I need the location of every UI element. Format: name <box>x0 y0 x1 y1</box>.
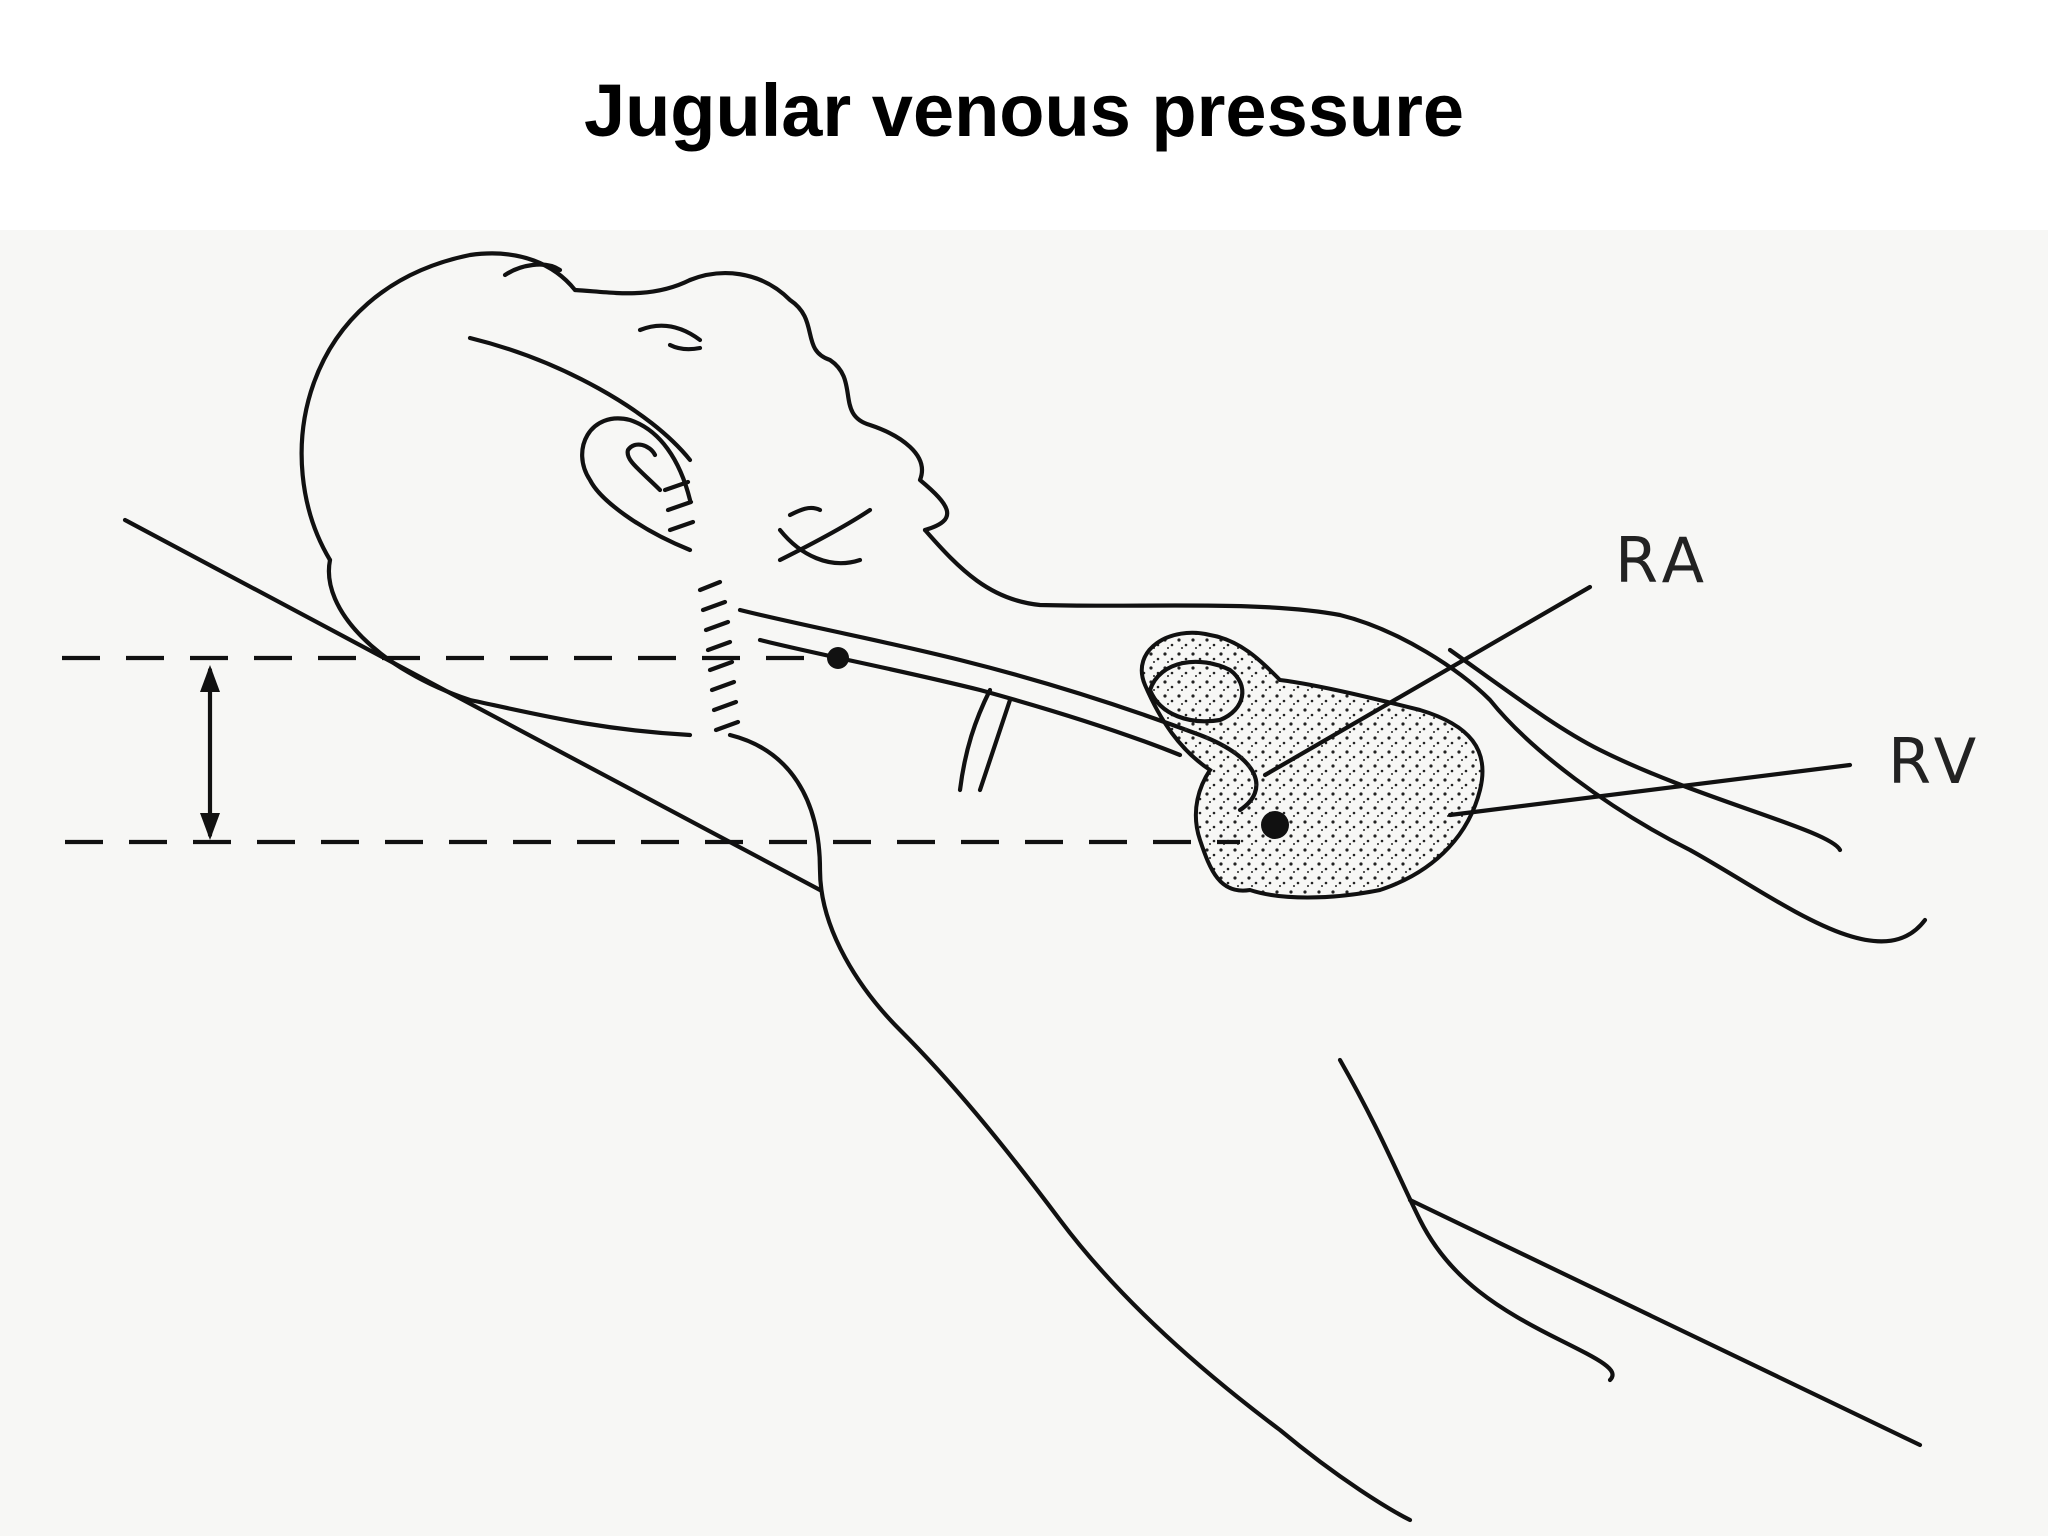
heart-chamber <box>1147 659 1245 724</box>
ear <box>580 416 693 553</box>
neck-front <box>922 527 1928 944</box>
neck-back <box>727 732 1413 1523</box>
rv-label: RV <box>1888 725 1982 798</box>
slide-title: Jugular venous pressure <box>583 69 1465 152</box>
jaw-line <box>467 335 693 463</box>
jugular-vein-lower <box>757 637 1183 758</box>
arm-outline <box>1337 1057 1615 1383</box>
arm-lower-line <box>1407 1197 1923 1448</box>
ra-dot <box>1261 811 1289 839</box>
back-of-head <box>326 557 693 738</box>
cheek-line <box>777 507 873 563</box>
chin-jaw-detail <box>777 527 863 566</box>
jvp-illustration: RA RV <box>0 230 2048 1536</box>
ra-leader-line <box>1262 584 1593 778</box>
eyebrow <box>502 262 563 278</box>
ra-label: RA <box>1615 524 1710 597</box>
vein-branch <box>957 687 1013 793</box>
incline-line <box>122 517 823 893</box>
heart-outline <box>1139 630 1485 900</box>
height-arrow <box>200 665 220 840</box>
ear-inner <box>625 442 663 493</box>
neck-hatching <box>697 579 741 733</box>
face-profile <box>572 277 693 296</box>
jvp-drawing: RA RV <box>62 251 1982 1523</box>
mouth <box>787 505 823 518</box>
eye <box>637 323 703 352</box>
jvp-level-dot <box>827 647 849 669</box>
neck-hatching-upper <box>662 479 696 533</box>
shoulder-line <box>1447 647 1843 853</box>
rv-leader-line <box>1447 762 1853 818</box>
